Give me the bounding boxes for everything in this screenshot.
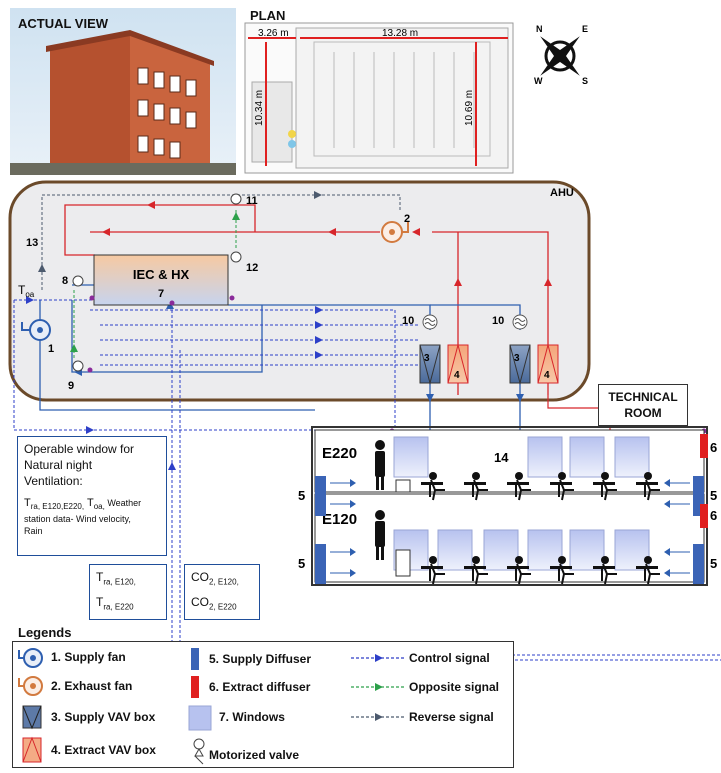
legends-box: 1. Supply fan 2. Exhaust fan 3. Supply V…: [12, 641, 514, 768]
room-e220-name: E220: [322, 445, 357, 462]
technical-room-line1: TECHNICAL: [599, 389, 687, 405]
legend-extract-diffuser: 6. Extract diffuser: [209, 680, 310, 694]
operable-window-line5: station data- Wind velocity,: [24, 513, 160, 525]
opposite-signal-icon: [375, 683, 383, 691]
label-9: 9: [68, 380, 74, 392]
iec-hx-label: IEC & HX: [133, 267, 190, 282]
operable-window-line2: Natural night: [24, 457, 160, 473]
iec-hx-number: 7: [158, 288, 164, 300]
co2-e220: CO2, E220: [191, 594, 253, 613]
legend-exhaust-fan: 2. Exhaust fan: [51, 679, 132, 693]
legend-supply-vav: 3. Supply VAV box: [51, 710, 155, 724]
legend-extract-vav-icon: [23, 738, 41, 762]
legend-window-icon: [189, 706, 211, 730]
room-e120-right-5: 5: [710, 556, 717, 571]
legend-opposite-signal: Opposite signal: [409, 680, 499, 694]
left-diffuser-e220: [315, 476, 326, 516]
technical-room-line2: ROOM: [599, 405, 687, 421]
label-8: 8: [62, 275, 68, 287]
ahu-title: AHU: [550, 187, 574, 199]
label-3a: 3: [424, 353, 430, 364]
tra-box: Tra, E120, Tra, E220: [89, 564, 167, 620]
label-1: 1: [48, 343, 54, 355]
technical-room-box: TECHNICAL ROOM: [598, 384, 688, 426]
label-2: 2: [404, 213, 410, 225]
tra-e220: Tra, E220: [96, 594, 160, 613]
operable-window-sensors: Tra, E120,E220, Toa, Weather: [24, 496, 160, 513]
label-14: 14: [494, 450, 509, 465]
legend-motorized-valve: Motorized valve: [209, 748, 299, 762]
legend-windows: 7. Windows: [219, 710, 285, 724]
legend-extract-diffuser-icon: [191, 676, 199, 698]
room-e120-left-5: 5: [298, 556, 305, 571]
operable-window-line6: Rain: [24, 525, 160, 537]
legend-reverse-signal: Reverse signal: [409, 710, 494, 724]
room-e220-right-5: 5: [710, 488, 717, 503]
reverse-signal-icon: [375, 713, 383, 721]
operable-window-line1: Operable window for: [24, 441, 160, 457]
tra-e120: Tra, E120,: [96, 569, 160, 588]
label-13: 13: [26, 237, 38, 249]
room-e220-right-6: 6: [710, 440, 717, 455]
legend-extract-vav: 4. Extract VAV box: [51, 743, 156, 757]
label-4a: 4: [454, 370, 460, 381]
room-e120-right-6: 6: [710, 508, 717, 523]
legend-exhaust-fan-icon: [19, 677, 42, 695]
operable-window-box: Operable window for Natural night Ventil…: [17, 436, 167, 556]
room-e220-left-5: 5: [298, 488, 305, 503]
label-10b: 10: [492, 315, 504, 327]
legend-supply-diffuser-icon: [191, 648, 199, 670]
operable-window-line3: Ventilation:: [24, 473, 160, 489]
label-11: 11: [246, 195, 258, 207]
legend-control-signal: Control signal: [409, 651, 490, 665]
legend-supply-fan: 1. Supply fan: [51, 650, 126, 664]
legend-motorized-valve-icon: [194, 739, 204, 764]
co2-e120: CO2, E120,: [191, 569, 253, 588]
co2-box: CO2, E120, CO2, E220: [184, 564, 260, 620]
legends-title: Legends: [18, 625, 71, 640]
label-10a: 10: [402, 315, 414, 327]
control-signal-icon: [375, 654, 383, 662]
legend-supply-diffuser: 5. Supply Diffuser: [209, 652, 311, 666]
room-e120-name: E120: [322, 511, 357, 528]
legend-supply-fan-icon: [19, 649, 42, 667]
legend-supply-vav-icon: [23, 706, 41, 728]
label-12: 12: [246, 262, 258, 274]
label-4b: 4: [544, 370, 550, 381]
label-3b: 3: [514, 353, 520, 364]
